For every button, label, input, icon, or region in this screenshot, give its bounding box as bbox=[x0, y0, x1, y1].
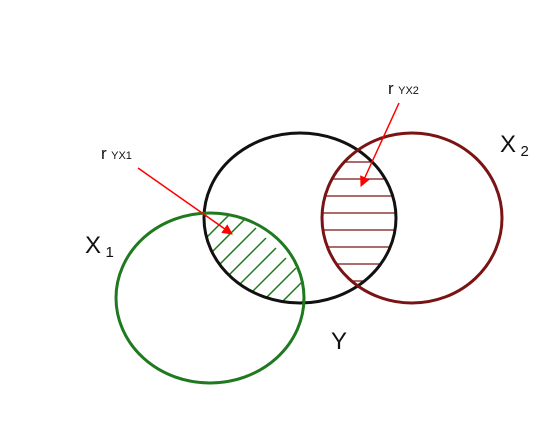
x1-hatch-lines bbox=[204, 213, 304, 303]
arrow-r-yx2 bbox=[360, 102, 400, 187]
label-y: Y bbox=[331, 328, 347, 355]
x1-overlap-hatch bbox=[204, 213, 304, 303]
arrow-r-yx1 bbox=[137, 167, 233, 235]
label-r-yx1: r YX1 bbox=[101, 144, 132, 163]
label-x2: X 2 bbox=[500, 131, 529, 160]
circle-x1 bbox=[114, 211, 306, 385]
label-r-yx2: r YX2 bbox=[388, 79, 419, 98]
label-x1: X 1 bbox=[85, 232, 114, 261]
circle-x2 bbox=[320, 131, 504, 305]
circle-y bbox=[202, 131, 398, 305]
